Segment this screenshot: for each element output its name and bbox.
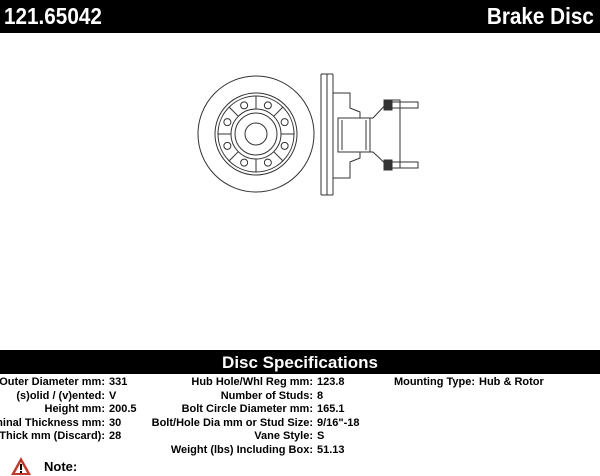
stud-hole [240,101,249,110]
vane-line [273,151,284,162]
stud-hole [223,118,232,127]
brake-disc-drawing [197,73,419,196]
spec-value: 30 [109,416,122,429]
note-label: Note: [44,458,78,474]
stud-hole [263,101,272,110]
spec-value: V [109,389,117,402]
vane-line [273,106,284,117]
spec-value: 200.5 [109,403,137,416]
vane-line [228,106,239,117]
spec-label: (s)olid / (v)ented: [16,389,105,402]
spec-value: 8 [317,389,324,402]
spec-label: Number of Studs: [220,389,313,402]
stud-hole [280,118,289,127]
spec-label: Min. Thick mm (Discard): [0,430,105,443]
spec-label: Hub Hole/Whl Reg mm: [191,376,313,388]
stud-hole [240,158,249,167]
spec-value: 9/16"-18 [317,416,360,429]
stud-hole [223,141,232,150]
spec-label: Vane Style: [254,430,313,443]
spec-label: Weight (lbs) Including Box: [170,444,313,456]
spec-value: 331 [109,376,128,388]
spec-value: 123.8 [317,376,345,388]
product-title: Brake Disc [486,3,594,29]
specs-title: Disc Specifications [222,353,378,372]
spec-value: 165.1 [317,403,345,416]
spec-label: Nominal Thickness mm: [0,416,105,429]
specs-title-bar: Disc Specifications [0,350,600,374]
spec-label: Height mm: [44,403,106,416]
spec-value: S [317,430,325,443]
spec-label: Bolt Circle Diameter mm: [181,403,313,416]
spec-value: Hub & Rotor [479,376,544,388]
disc-front-view [197,75,315,193]
spec-label: Mounting Type: [393,376,475,388]
vane-line [228,151,239,162]
note-section: Note: [10,456,77,476]
stud-hole [280,141,289,150]
spec-label: Outer Diameter mm: [0,376,105,388]
header-bar: 121.65042 Brake Disc [0,0,600,33]
disc-side-view [320,73,419,196]
stud-hole [263,158,272,167]
spec-value: 28 [109,430,122,443]
part-number: 121.65042 [4,3,102,29]
spec-value: 51.13 [317,444,345,456]
warning-icon [11,457,31,475]
spec-label: Bolt/Hole Dia mm or Stud Size: [151,416,313,429]
